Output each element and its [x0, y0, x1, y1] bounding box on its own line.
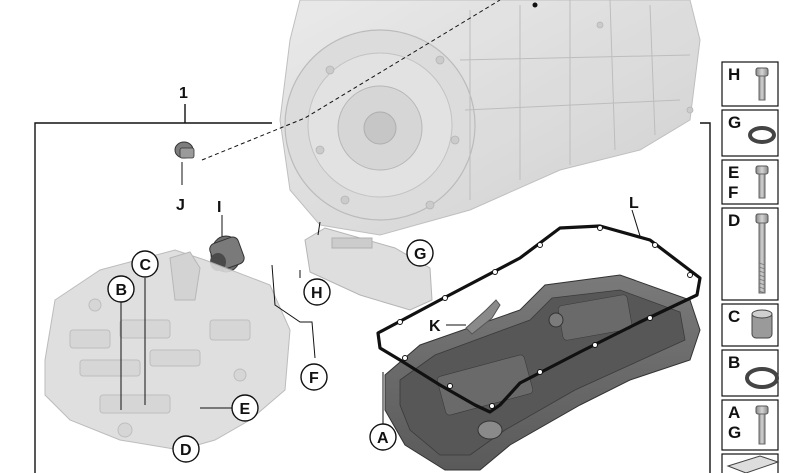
sidebar-letter: A — [728, 403, 740, 422]
bolt-shank-icon — [758, 75, 766, 101]
svg-text:H: H — [311, 285, 323, 302]
sidebar-letter: E — [728, 163, 739, 182]
bolt-shank-icon — [758, 173, 766, 199]
sidebar-panel-partial — [721, 453, 780, 473]
sidebar-panel-0: H — [721, 61, 779, 107]
plug-part — [174, 141, 195, 185]
sidebar-panel-6: AG — [721, 399, 779, 451]
callout-l: L — [629, 195, 639, 212]
svg-text:F: F — [309, 370, 319, 387]
control-unit-part — [304, 221, 433, 311]
leader-end-dot — [532, 2, 538, 8]
o-ring-icon — [748, 126, 776, 144]
sidebar-panel-3: D — [721, 207, 779, 301]
sidebar-panel-4: C — [721, 303, 779, 347]
transmission-housing — [279, 0, 701, 236]
svg-text:A: A — [377, 430, 389, 447]
assembly-number-label: 1 — [179, 85, 188, 102]
seal-strip-part — [446, 299, 501, 335]
sidebar-panel-2: EF — [721, 159, 779, 205]
gasket-part — [376, 209, 702, 414]
sidebar-letter: G — [728, 113, 741, 132]
long-bolt-head-icon — [755, 213, 769, 224]
sidebar-letter: G — [728, 423, 741, 442]
callout-circle-f: F — [300, 363, 328, 391]
sidebar-panel-1: G — [721, 109, 779, 157]
bolt-head-icon — [755, 165, 769, 175]
sidebar-letter: C — [728, 307, 740, 326]
callout-circle-d: D — [172, 435, 200, 463]
callout-j: J — [176, 197, 185, 214]
valve-body — [44, 249, 291, 451]
callout-circle-h: H — [303, 278, 331, 306]
sidebar-letter: B — [728, 353, 740, 372]
svg-text:B: B — [116, 282, 128, 299]
wedge-part-icon — [726, 455, 780, 473]
bolt-shank-icon — [758, 413, 766, 445]
leader-j-dashed — [201, 0, 501, 161]
callout-circle-b: B — [107, 275, 135, 303]
valve-leaders — [120, 264, 316, 410]
sidebar-letter: H — [728, 65, 740, 84]
assembly-frame — [34, 104, 711, 473]
bolt-head-icon — [755, 67, 769, 77]
sidebar-letter: D — [728, 211, 740, 230]
seal-ring-icon — [745, 367, 779, 389]
callout-i: I — [217, 199, 221, 216]
svg-text:C: C — [140, 257, 152, 274]
callout-circle-c: C — [131, 250, 159, 278]
callout-circle-g: G — [406, 239, 434, 267]
svg-text:E: E — [240, 401, 251, 418]
long-bolt-shank-icon — [758, 222, 766, 294]
callout-circle-e: E — [231, 394, 259, 422]
sidebar-letter: F — [728, 183, 738, 202]
svg-text:D: D — [180, 442, 192, 459]
callout-k: K — [429, 318, 441, 335]
svg-text:G: G — [414, 246, 426, 263]
callout-circle-a: A — [369, 423, 397, 451]
sidebar-panel-5: B — [721, 349, 779, 397]
bolt-head-icon — [755, 405, 769, 415]
